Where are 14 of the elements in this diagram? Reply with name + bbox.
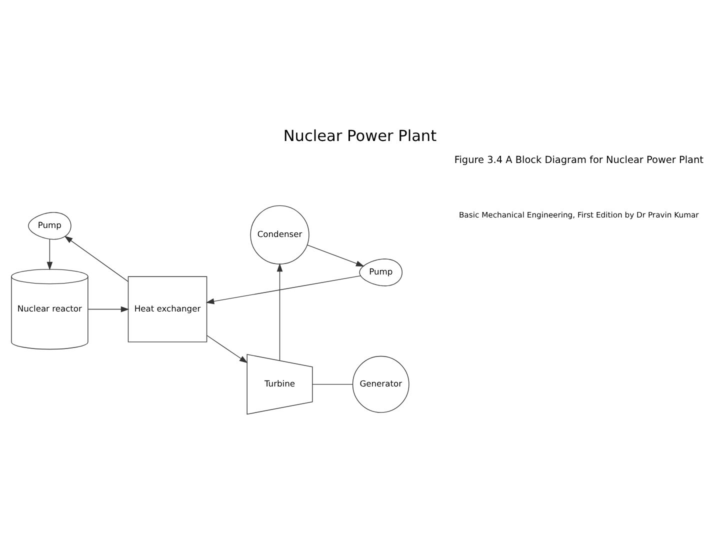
arrow [206,275,361,304]
arrow [64,236,129,282]
caption: Figure 3.4 A Block Diagram for Nuclear Power Plant [454,155,704,166]
node-box: Heat exchanger [128,276,208,342]
arrow [306,244,364,266]
node-circle: Condenser [250,205,310,264]
diagram-title: Nuclear Power Plant [283,126,437,145]
arrow [46,238,53,270]
arrow [206,335,248,364]
node-circle: Generator [352,356,410,413]
arrow [88,306,130,312]
connector [312,384,353,385]
arrow [276,263,283,361]
node-box: Turbine [246,354,313,415]
